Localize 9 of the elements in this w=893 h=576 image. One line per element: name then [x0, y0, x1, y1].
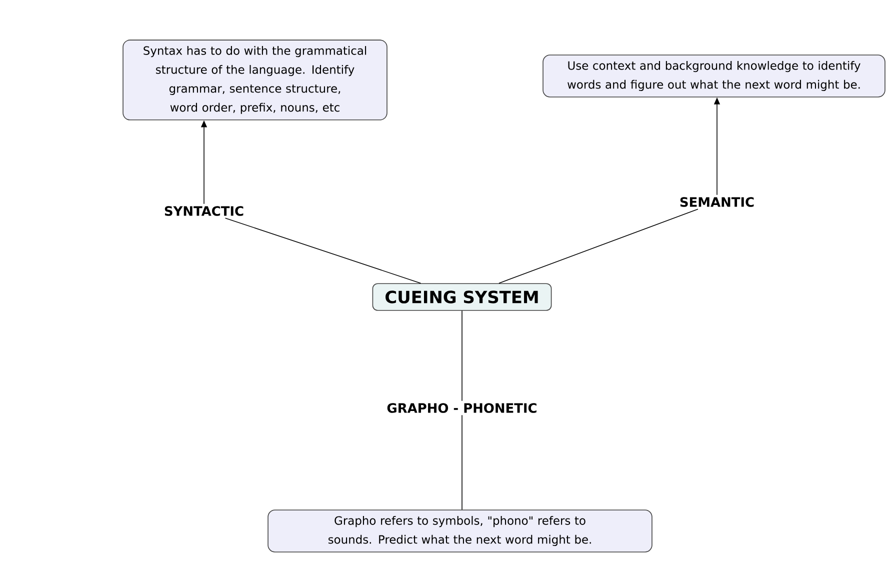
linking-phrase: SEMANTIC	[677, 195, 757, 209]
connector-line	[224, 218, 422, 284]
linking-phrase: SYNTACTIC	[162, 204, 246, 218]
concept-box: Grapho refers to symbols, "phono" refers to sounds. Predict what the next word might be.	[268, 510, 652, 552]
concept-box: Use context and background knowledge to identify words and figure out what the next word might be.	[542, 54, 886, 98]
central-concept-box: CUEING SYSTEM	[372, 283, 552, 311]
connector-line	[498, 208, 698, 284]
linking-phrase: GRAPHO - PHONETIC	[384, 401, 540, 415]
concept-box: Syntax has to do with the grammatical structure of the language. Identify grammar, sentence structure, word order, prefix, nouns, etc	[122, 40, 388, 120]
